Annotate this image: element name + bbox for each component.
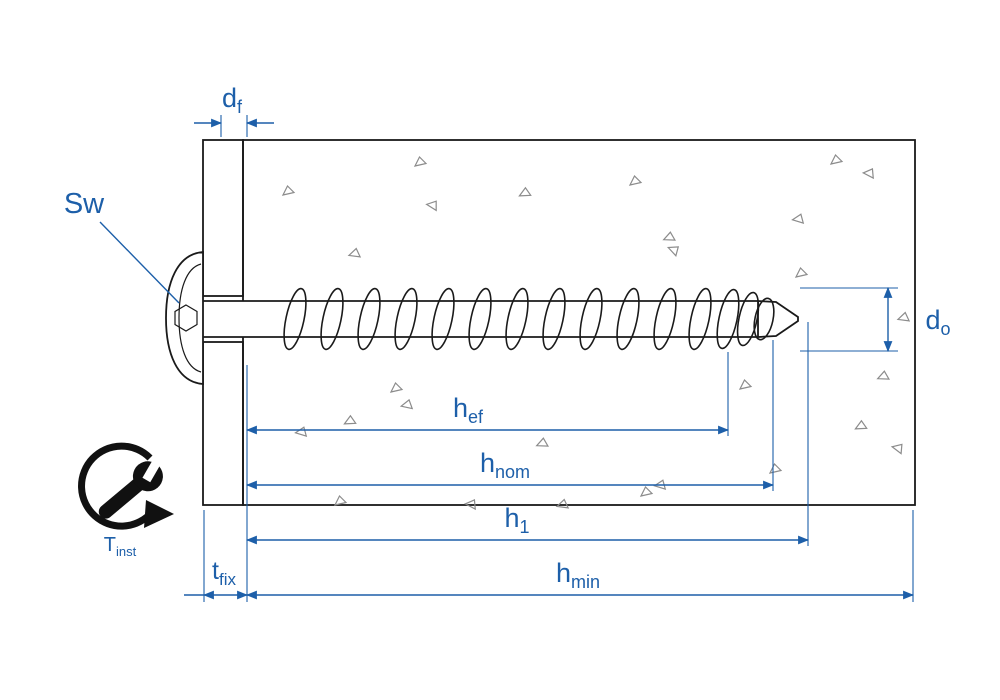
thread-crest xyxy=(320,287,344,351)
thread-crest xyxy=(283,287,307,351)
thread-crest xyxy=(688,287,712,351)
aggregate-triangle xyxy=(666,246,680,257)
aggregate-triangle xyxy=(425,200,437,212)
do-dimension: do xyxy=(883,286,951,353)
fixture-plate xyxy=(202,139,244,506)
thread-crest xyxy=(716,288,740,350)
aggregate-triangle xyxy=(463,499,476,511)
thread-crest xyxy=(616,287,640,351)
aggregate-triangle xyxy=(768,462,783,474)
thread-crest xyxy=(505,287,529,351)
hnom-label: hnom xyxy=(480,448,530,482)
screw-head xyxy=(165,251,204,385)
tinst-label: Tinst xyxy=(104,534,137,559)
screw-anchor xyxy=(165,251,799,385)
screw-head-contour xyxy=(178,263,202,373)
hmin-label: hmin xyxy=(556,558,600,592)
tfix-dimension: tfix xyxy=(184,557,249,600)
aggregate-triangle xyxy=(281,184,296,196)
aggregate-triangle xyxy=(861,168,874,180)
hmin-dimension: hmin xyxy=(245,558,915,600)
sw-callout: Sw xyxy=(64,188,180,304)
df-label: df xyxy=(222,83,243,117)
wrench-jaw-opening xyxy=(142,455,164,483)
thread-crest xyxy=(431,287,455,351)
aggregate-triangle xyxy=(791,213,805,225)
aggregate-triangle xyxy=(738,378,753,390)
hex-socket-icon xyxy=(174,304,198,332)
thread-crest xyxy=(357,287,381,351)
thread-crest xyxy=(542,287,566,351)
rotation-arrow-head xyxy=(144,500,174,528)
aggregate-triangle xyxy=(794,266,809,278)
sw-label: Sw xyxy=(64,188,105,220)
df-dimension: df xyxy=(194,83,274,128)
aggregate-triangle xyxy=(896,311,911,322)
aggregate-triangle xyxy=(413,155,428,167)
aggregate-triangle xyxy=(829,153,844,165)
aggregate-triangle xyxy=(628,174,643,186)
rotation-arrow-icon xyxy=(78,442,174,530)
fixture-upper xyxy=(202,139,244,297)
hnom-dimension: hnom xyxy=(245,448,775,490)
aggregate-triangle xyxy=(854,419,868,430)
fixture-lower xyxy=(202,341,244,506)
aggregate-triangle xyxy=(535,437,550,447)
thread-crest xyxy=(579,287,603,351)
thread-crest xyxy=(468,287,492,351)
extension-lines xyxy=(203,115,914,602)
aggregate-triangle xyxy=(662,231,677,241)
thread-crest xyxy=(736,291,760,347)
aggregate-triangle xyxy=(333,494,348,506)
aggregate-triangle xyxy=(555,498,570,509)
aggregate-triangle xyxy=(518,186,532,197)
h1-label: h1 xyxy=(504,503,529,537)
do-label: do xyxy=(925,305,950,339)
thread-crest xyxy=(653,287,677,351)
aggregate-triangle xyxy=(890,443,903,455)
screw-shaft-body xyxy=(203,301,758,337)
aggregate-triangle xyxy=(399,398,414,410)
tfix-label: tfix xyxy=(212,557,236,589)
rotation-arrow-arc xyxy=(78,442,155,530)
hef-dimension: hef xyxy=(245,393,730,435)
screw-threads xyxy=(283,287,775,351)
torque-symbol: Tinst xyxy=(78,442,174,559)
aggregate-triangle xyxy=(347,247,362,258)
aggregate-triangle xyxy=(639,485,654,497)
thread-crest xyxy=(753,297,775,341)
sw-leader-line xyxy=(99,221,180,304)
hef-label: hef xyxy=(453,393,484,427)
wrench-icon xyxy=(98,455,164,519)
dimensions: df Sw do hef hnom h1 hmin xyxy=(64,83,951,600)
h1-dimension: h1 xyxy=(245,503,810,545)
thread-crest xyxy=(394,287,418,351)
aggregate-triangle xyxy=(389,381,404,393)
aggregate-triangle xyxy=(343,414,357,425)
aggregate-triangle xyxy=(876,370,891,380)
